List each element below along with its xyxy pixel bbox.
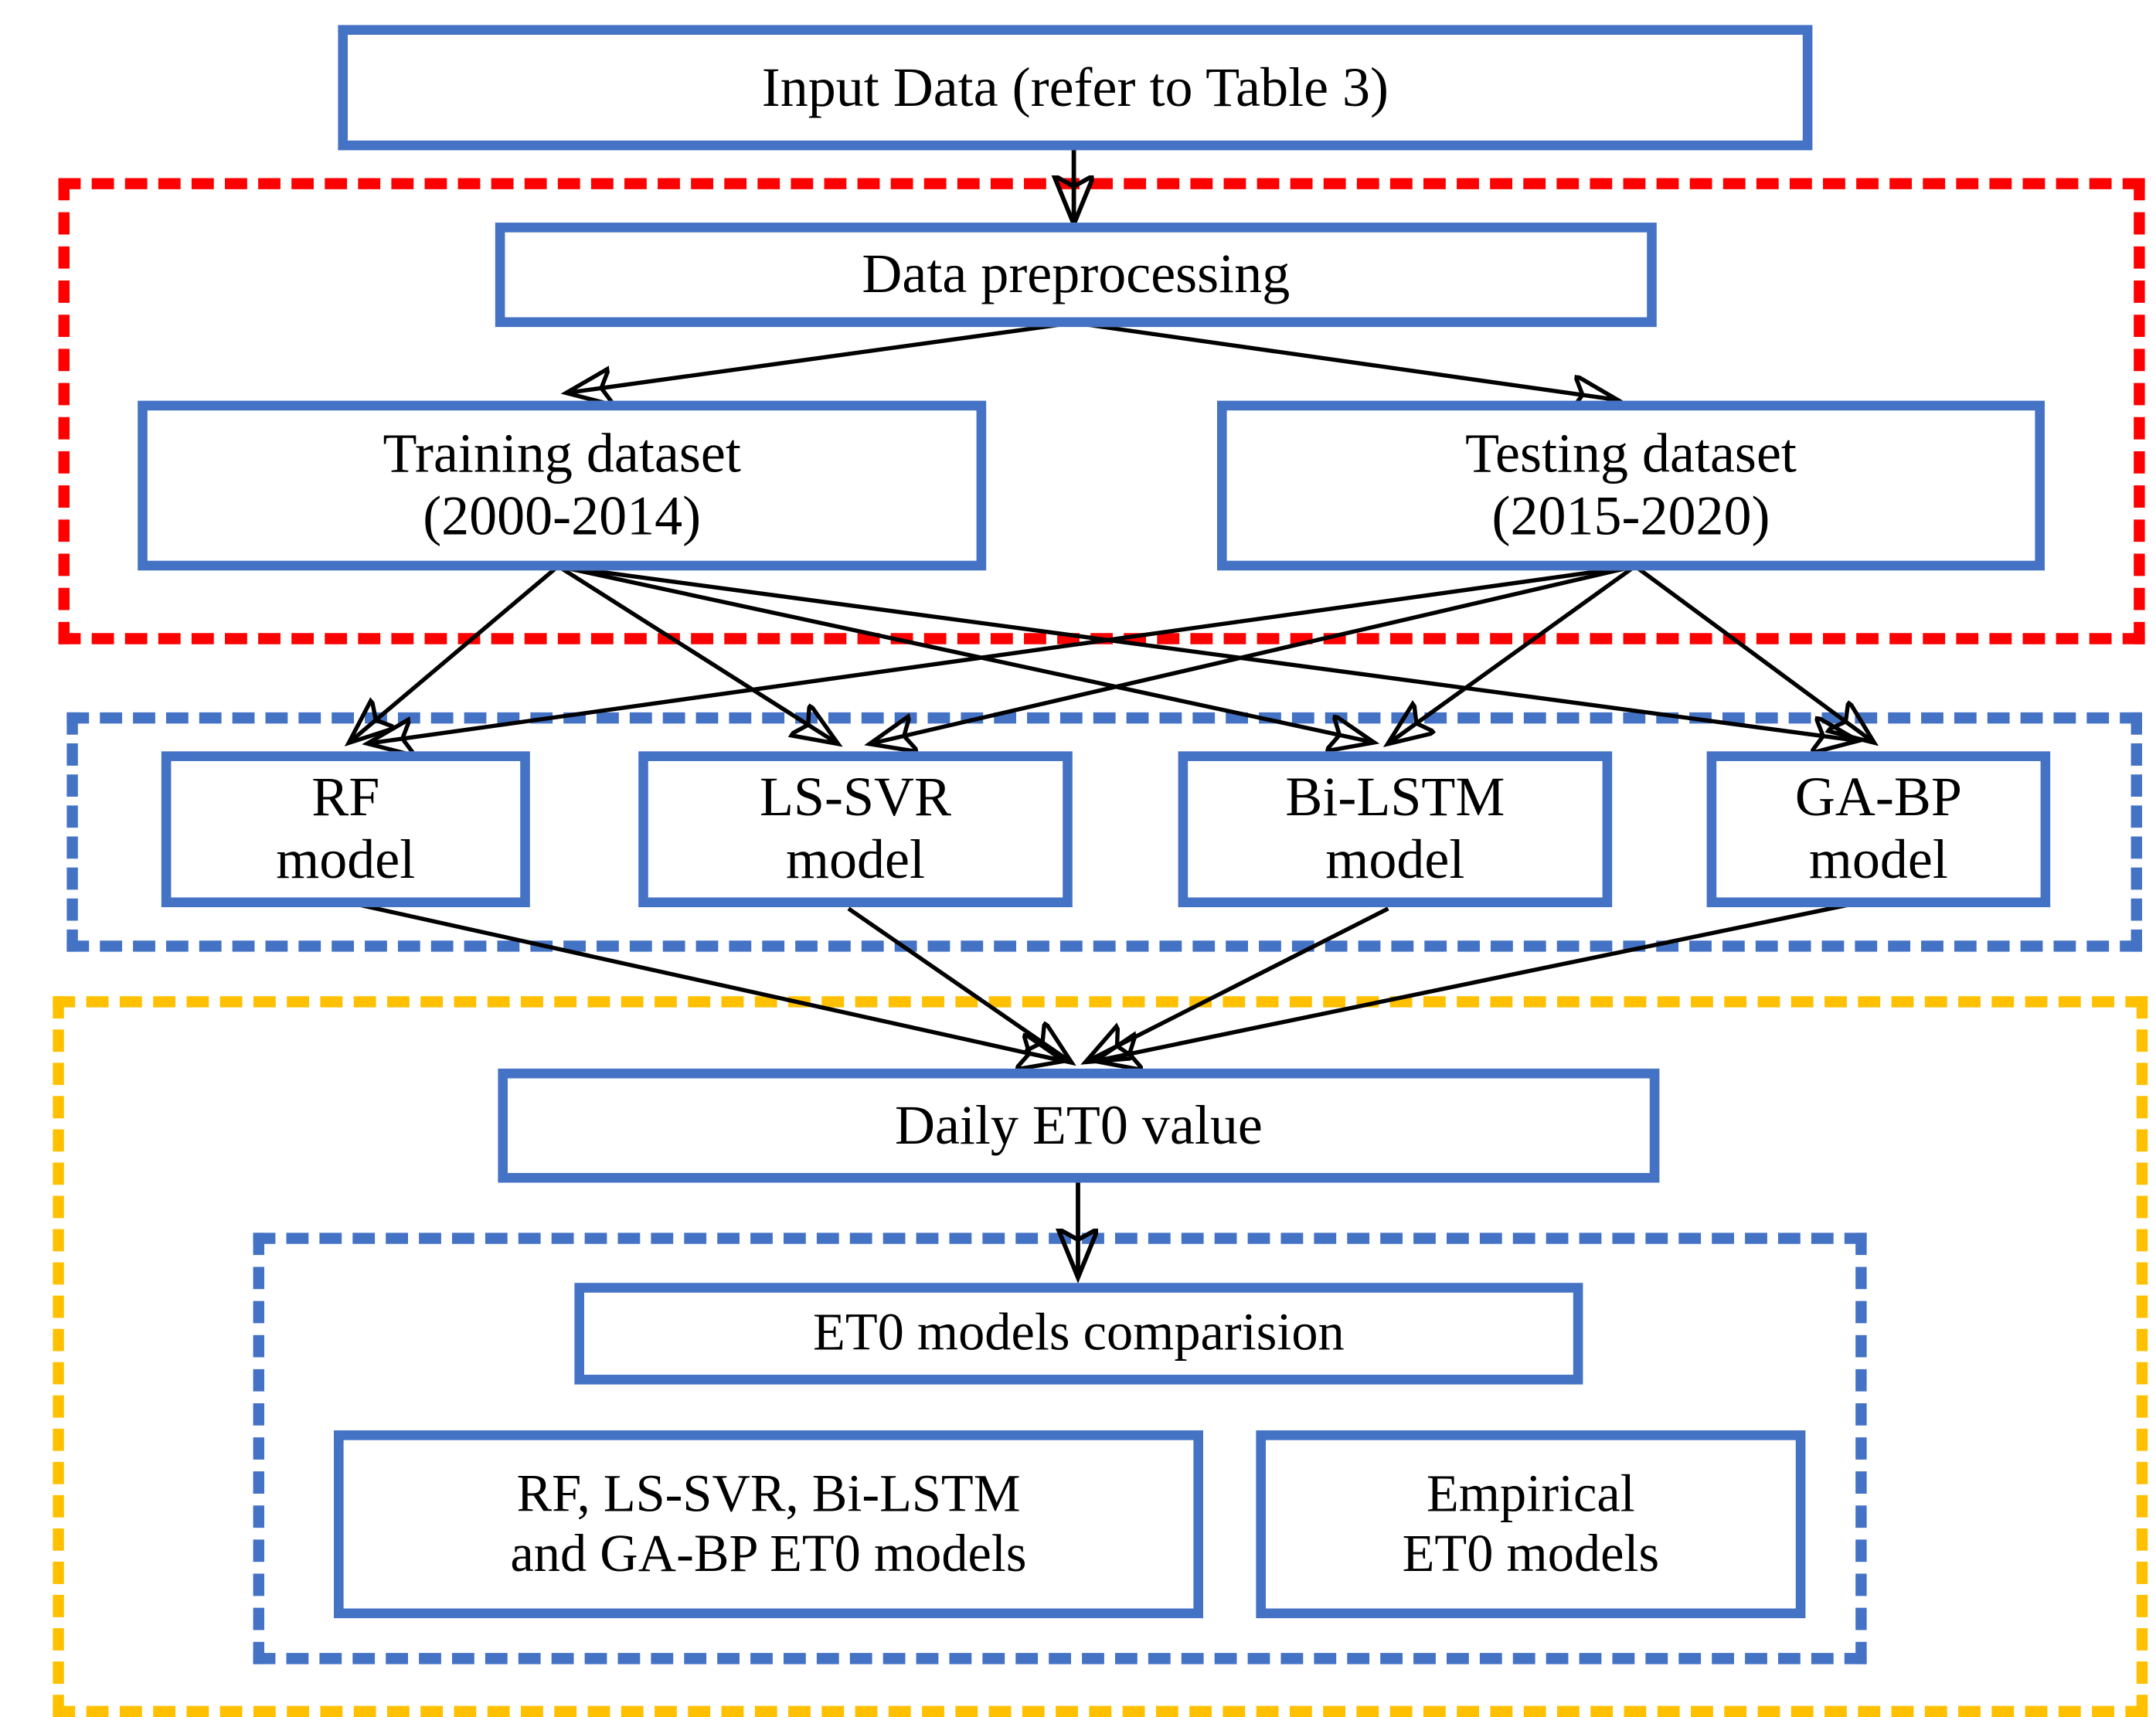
node-gabp-model[interactable]: GA-BP model bbox=[1706, 751, 2051, 908]
node-et0-models-comparision[interactable]: ET0 models comparision bbox=[574, 1283, 1583, 1385]
node-daily-et0-value[interactable]: Daily ET0 value bbox=[498, 1068, 1660, 1183]
node-rf-model[interactable]: RF model bbox=[161, 751, 530, 908]
node-testing-dataset[interactable]: Testing dataset (2015-2020) bbox=[1217, 400, 2045, 571]
node-data-preprocessing[interactable]: Data preprocessing bbox=[495, 223, 1657, 328]
node-bilstm-model[interactable]: Bi-LSTM model bbox=[1178, 751, 1613, 908]
node-ml-et0-models[interactable]: RF, LS-SVR, Bi-LSTM and GA-BP ET0 models bbox=[334, 1430, 1203, 1619]
node-lssvr-model[interactable]: LS-SVR model bbox=[638, 751, 1073, 908]
node-empirical-et0-models[interactable]: Empirical ET0 models bbox=[1256, 1430, 1806, 1619]
node-input-data[interactable]: Input Data (refer to Table 3) bbox=[338, 25, 1813, 151]
node-training-dataset[interactable]: Training dataset (2000-2014) bbox=[138, 400, 987, 571]
